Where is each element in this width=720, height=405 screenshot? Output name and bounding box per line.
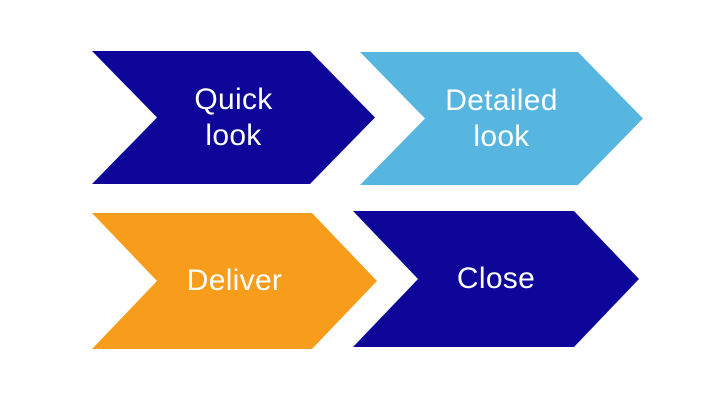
chevron-quick-look: Quick look — [92, 51, 375, 184]
chevron-close: Close — [353, 211, 639, 347]
chevron-deliver: Deliver — [92, 213, 377, 349]
chevron-quick-look-label: Quick look — [194, 82, 273, 152]
chevron-detailed-look: Detailed look — [360, 52, 643, 185]
chevron-close-label: Close — [456, 262, 536, 295]
chevron-deliver-label: Deliver — [186, 264, 283, 297]
chevron-detailed-look-label: Detailed look — [445, 83, 558, 153]
